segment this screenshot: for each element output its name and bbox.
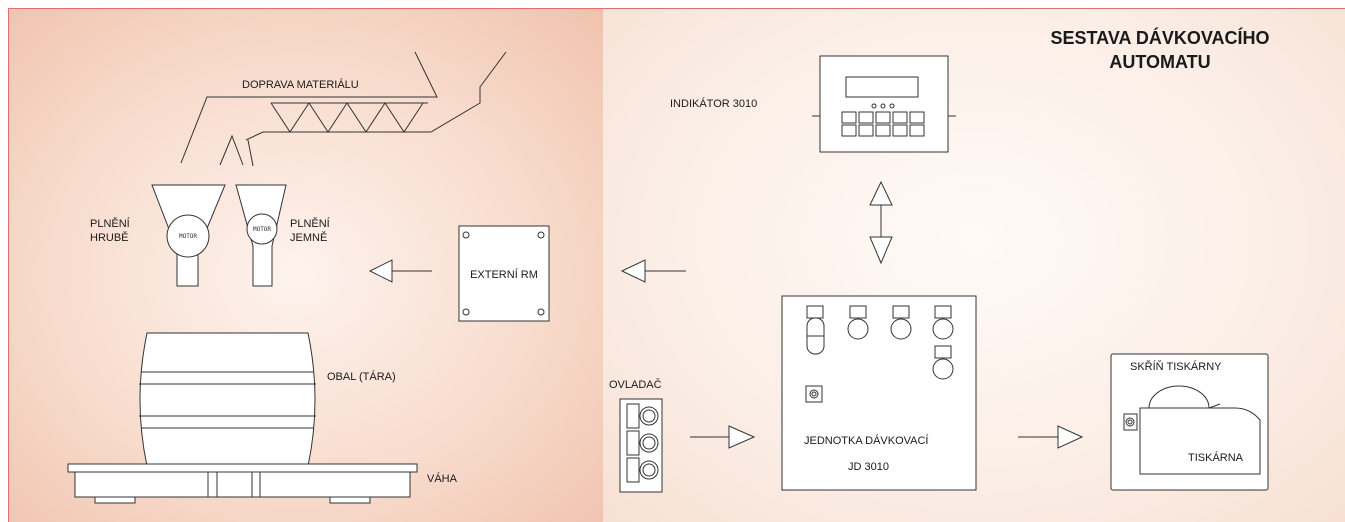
label-vaha: VÁHA [427,472,458,485]
indikator-3010 [812,55,956,153]
label-doprava: DOPRAVA MATERIÁLU [242,78,359,91]
label-jednotka-1: JEDNOTKA DÁVKOVACÍ [804,434,929,447]
label-tiskarna: TISKÁRNA [1188,451,1244,464]
motor-label-coarse: MOTOR [179,233,197,240]
title-line-1: SESTAVA DÁVKOVACÍHO [1050,27,1269,48]
arrow-to-externi-rm [620,259,686,283]
arrow-to-tiskarna [1018,425,1084,449]
label-plneni-jemne-1: PLNĚNÍ [290,217,331,230]
title-line-2: AUTOMATU [1109,52,1210,72]
coarse-hopper [151,184,226,287]
label-plneni-jemne-2: JEMNĚ [290,231,327,244]
label-jednotka-2: JD 3010 [848,461,889,473]
material-conveyor [180,51,507,167]
label-plneni-hrube-1: PLNĚNÍ [90,217,131,230]
label-plneni-hrube-2: HRUBĚ [90,231,129,244]
label-indikator: INDIKÁTOR 3010 [670,97,757,110]
ovladac [619,398,663,493]
arrow-to-hoppers [368,259,432,283]
motor-label-fine: MOTOR [253,226,271,233]
barrel [139,332,316,467]
scale [67,463,418,504]
externi-rm-box [458,225,550,322]
jednotka-jd3010 [781,295,977,491]
double-arrow [869,180,893,265]
label-skrin: SKŘÍŇ TISKÁRNY [1130,360,1222,373]
label-ovladac: OVLADAČ [609,378,662,391]
fine-hopper [235,184,287,287]
label-externi-rm: EXTERNÍ RM [470,268,538,281]
label-obal: OBAL (TÁRA) [327,370,396,383]
skrin-tiskarny [1110,353,1269,491]
arrow-to-jednotka [690,425,756,449]
